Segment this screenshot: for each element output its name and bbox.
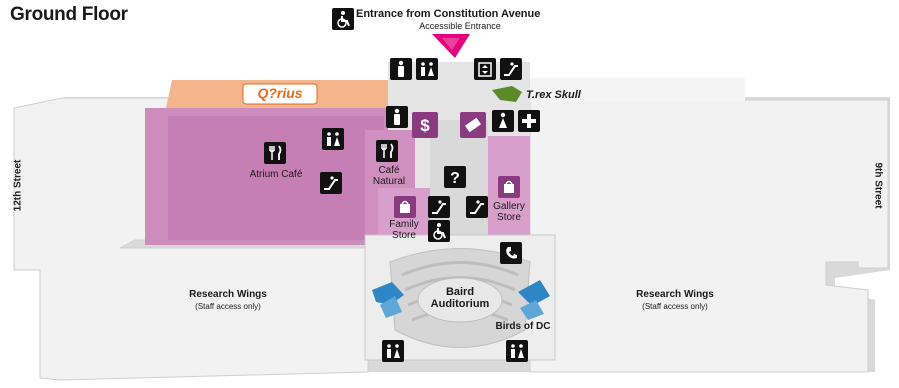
trex-label: T.rex Skull (526, 89, 581, 101)
cafe-natural-label: Café Natural (372, 165, 406, 187)
entrance-arrow (432, 34, 470, 58)
store-icon (394, 196, 416, 218)
escalator-icon-4 (466, 196, 488, 218)
auditorium-seats-1 (401, 261, 519, 277)
phone-icon (500, 242, 522, 264)
bird-exhibit-right (518, 280, 550, 306)
store-icon-2 (498, 176, 520, 198)
research-wings-right-title: Research Wings (636, 289, 714, 300)
gallery-store-label: Gallery Store (493, 201, 525, 223)
research-wings-left-note: (Staff access only) (195, 302, 261, 311)
baird-auditorium-label: Baird Auditorium (430, 286, 490, 310)
street-left: 12th Street (12, 159, 24, 212)
floor-title: Ground Floor (10, 4, 128, 25)
trex-skull-shape (492, 86, 522, 102)
family-restroom-icon-2 (322, 128, 344, 150)
central-corridor (388, 62, 530, 245)
qrius-logo-bg (242, 83, 318, 105)
svg-text:?: ? (450, 170, 460, 187)
family-store-label: Family Store (389, 219, 419, 241)
restroom-women-icon (492, 110, 514, 132)
restroom-icon (386, 106, 408, 128)
family-restroom-icon-4 (506, 340, 528, 362)
first-aid-icon (518, 110, 540, 132)
street-right: 9th Street (872, 162, 884, 209)
entrance-subtitle: Accessible Entrance (419, 21, 501, 31)
research-wings-left-title: Research Wings (189, 289, 267, 300)
family-restroom-icon-3 (382, 340, 404, 362)
escalator-icon-2 (320, 172, 342, 194)
research-wing-right (529, 79, 889, 373)
svg-text:$: $ (420, 116, 430, 135)
information-icon: ? (444, 166, 466, 188)
accessible-icon (332, 8, 354, 30)
auditorium-stage (417, 277, 503, 323)
ticket-icon (460, 112, 486, 138)
bird-exhibit-right-2 (520, 300, 544, 320)
escalator-icon (500, 58, 522, 80)
family-restroom-icon (416, 58, 438, 80)
entrance-arrow-inner (442, 38, 460, 50)
atrium-cafe-label: Atrium Café (249, 169, 303, 180)
qrius-logo: Q?rius (257, 85, 303, 101)
research-wings-right-note: (Staff access only) (642, 302, 708, 311)
entrance-title: Entrance from Constitution Avenue (356, 8, 541, 20)
food-icon-2 (376, 140, 398, 162)
restroom-men-icon (390, 58, 412, 80)
escalator-icon-3 (428, 196, 450, 218)
accessible-icon-2 (428, 220, 450, 242)
bird-exhibit-left-2 (380, 296, 402, 318)
birds-of-dc-label: Birds of DC (495, 321, 551, 332)
food-icon (264, 142, 286, 164)
elevator-icon (474, 58, 496, 80)
atm-icon: $ (412, 112, 438, 138)
